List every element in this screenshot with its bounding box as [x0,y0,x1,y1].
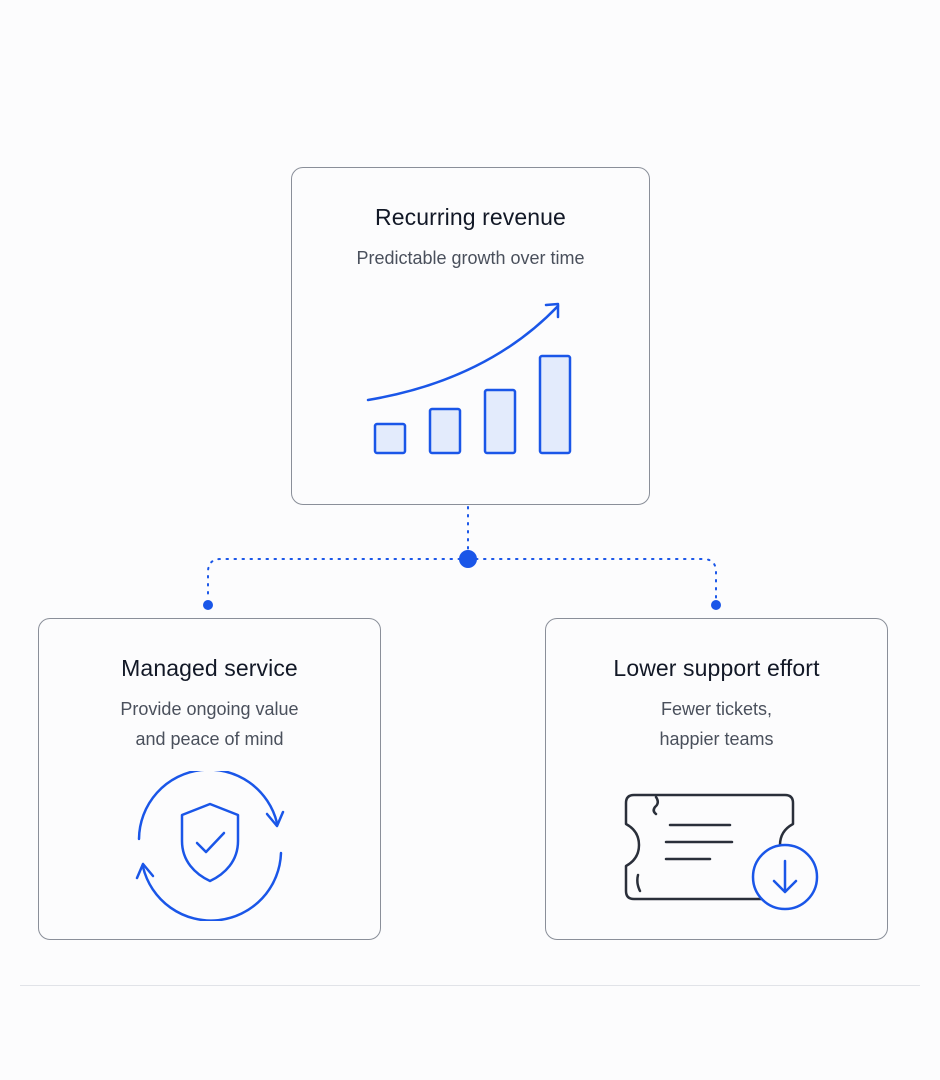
bottom-divider [20,985,920,986]
connector-right-end-dot [711,600,721,610]
card-title: Managed service [121,655,298,681]
connector-hub-dot [459,550,477,568]
cycle-arrow-upper [137,771,279,841]
connector-left [207,558,461,599]
connector-left-end-dot [203,600,213,610]
card-subtitle: Fewer tickets, happier teams [546,694,887,754]
growth-chart-icon [366,302,572,455]
card-subtitle: Provide ongoing value and peace of mind [39,694,380,754]
connector-right [475,558,717,599]
card-lower-support-effort: Lower support effort Fewer tickets, happ… [545,618,888,940]
card-subtitle-line-2: happier teams [659,729,774,749]
shield-cycle-icon [135,771,285,921]
cycle-arrow-lower-head [135,862,155,880]
ticket-mark-bottom [636,873,642,893]
card-subtitle-line-1: Provide ongoing value [120,699,299,719]
cycle-arrow-upper-head [265,810,285,828]
growth-arrow-curve [366,304,560,402]
bar-2 [428,407,462,455]
bar-3 [483,388,517,455]
cycle-arrow-lower [141,851,283,921]
download-arrow-head [772,879,798,894]
shield-outline [180,802,240,883]
card-managed-service: Managed service Provide ongoing value an… [38,618,381,940]
card-title: Recurring revenue [375,204,566,230]
card-title: Lower support effort [613,655,820,681]
shield-check [195,831,226,854]
card-subtitle: Predictable growth over time [356,248,585,268]
card-recurring-revenue: Recurring revenue Predictable growth ove… [291,167,650,505]
growth-arrow-head [544,302,560,319]
bar-4 [538,354,572,455]
card-subtitle-line-2: and peace of mind [135,729,284,749]
ticket-mark-top [652,795,659,816]
card-subtitle-line-1: Fewer tickets, [660,699,773,719]
bar-1 [373,422,407,455]
ticket-download-icon [624,793,819,911]
